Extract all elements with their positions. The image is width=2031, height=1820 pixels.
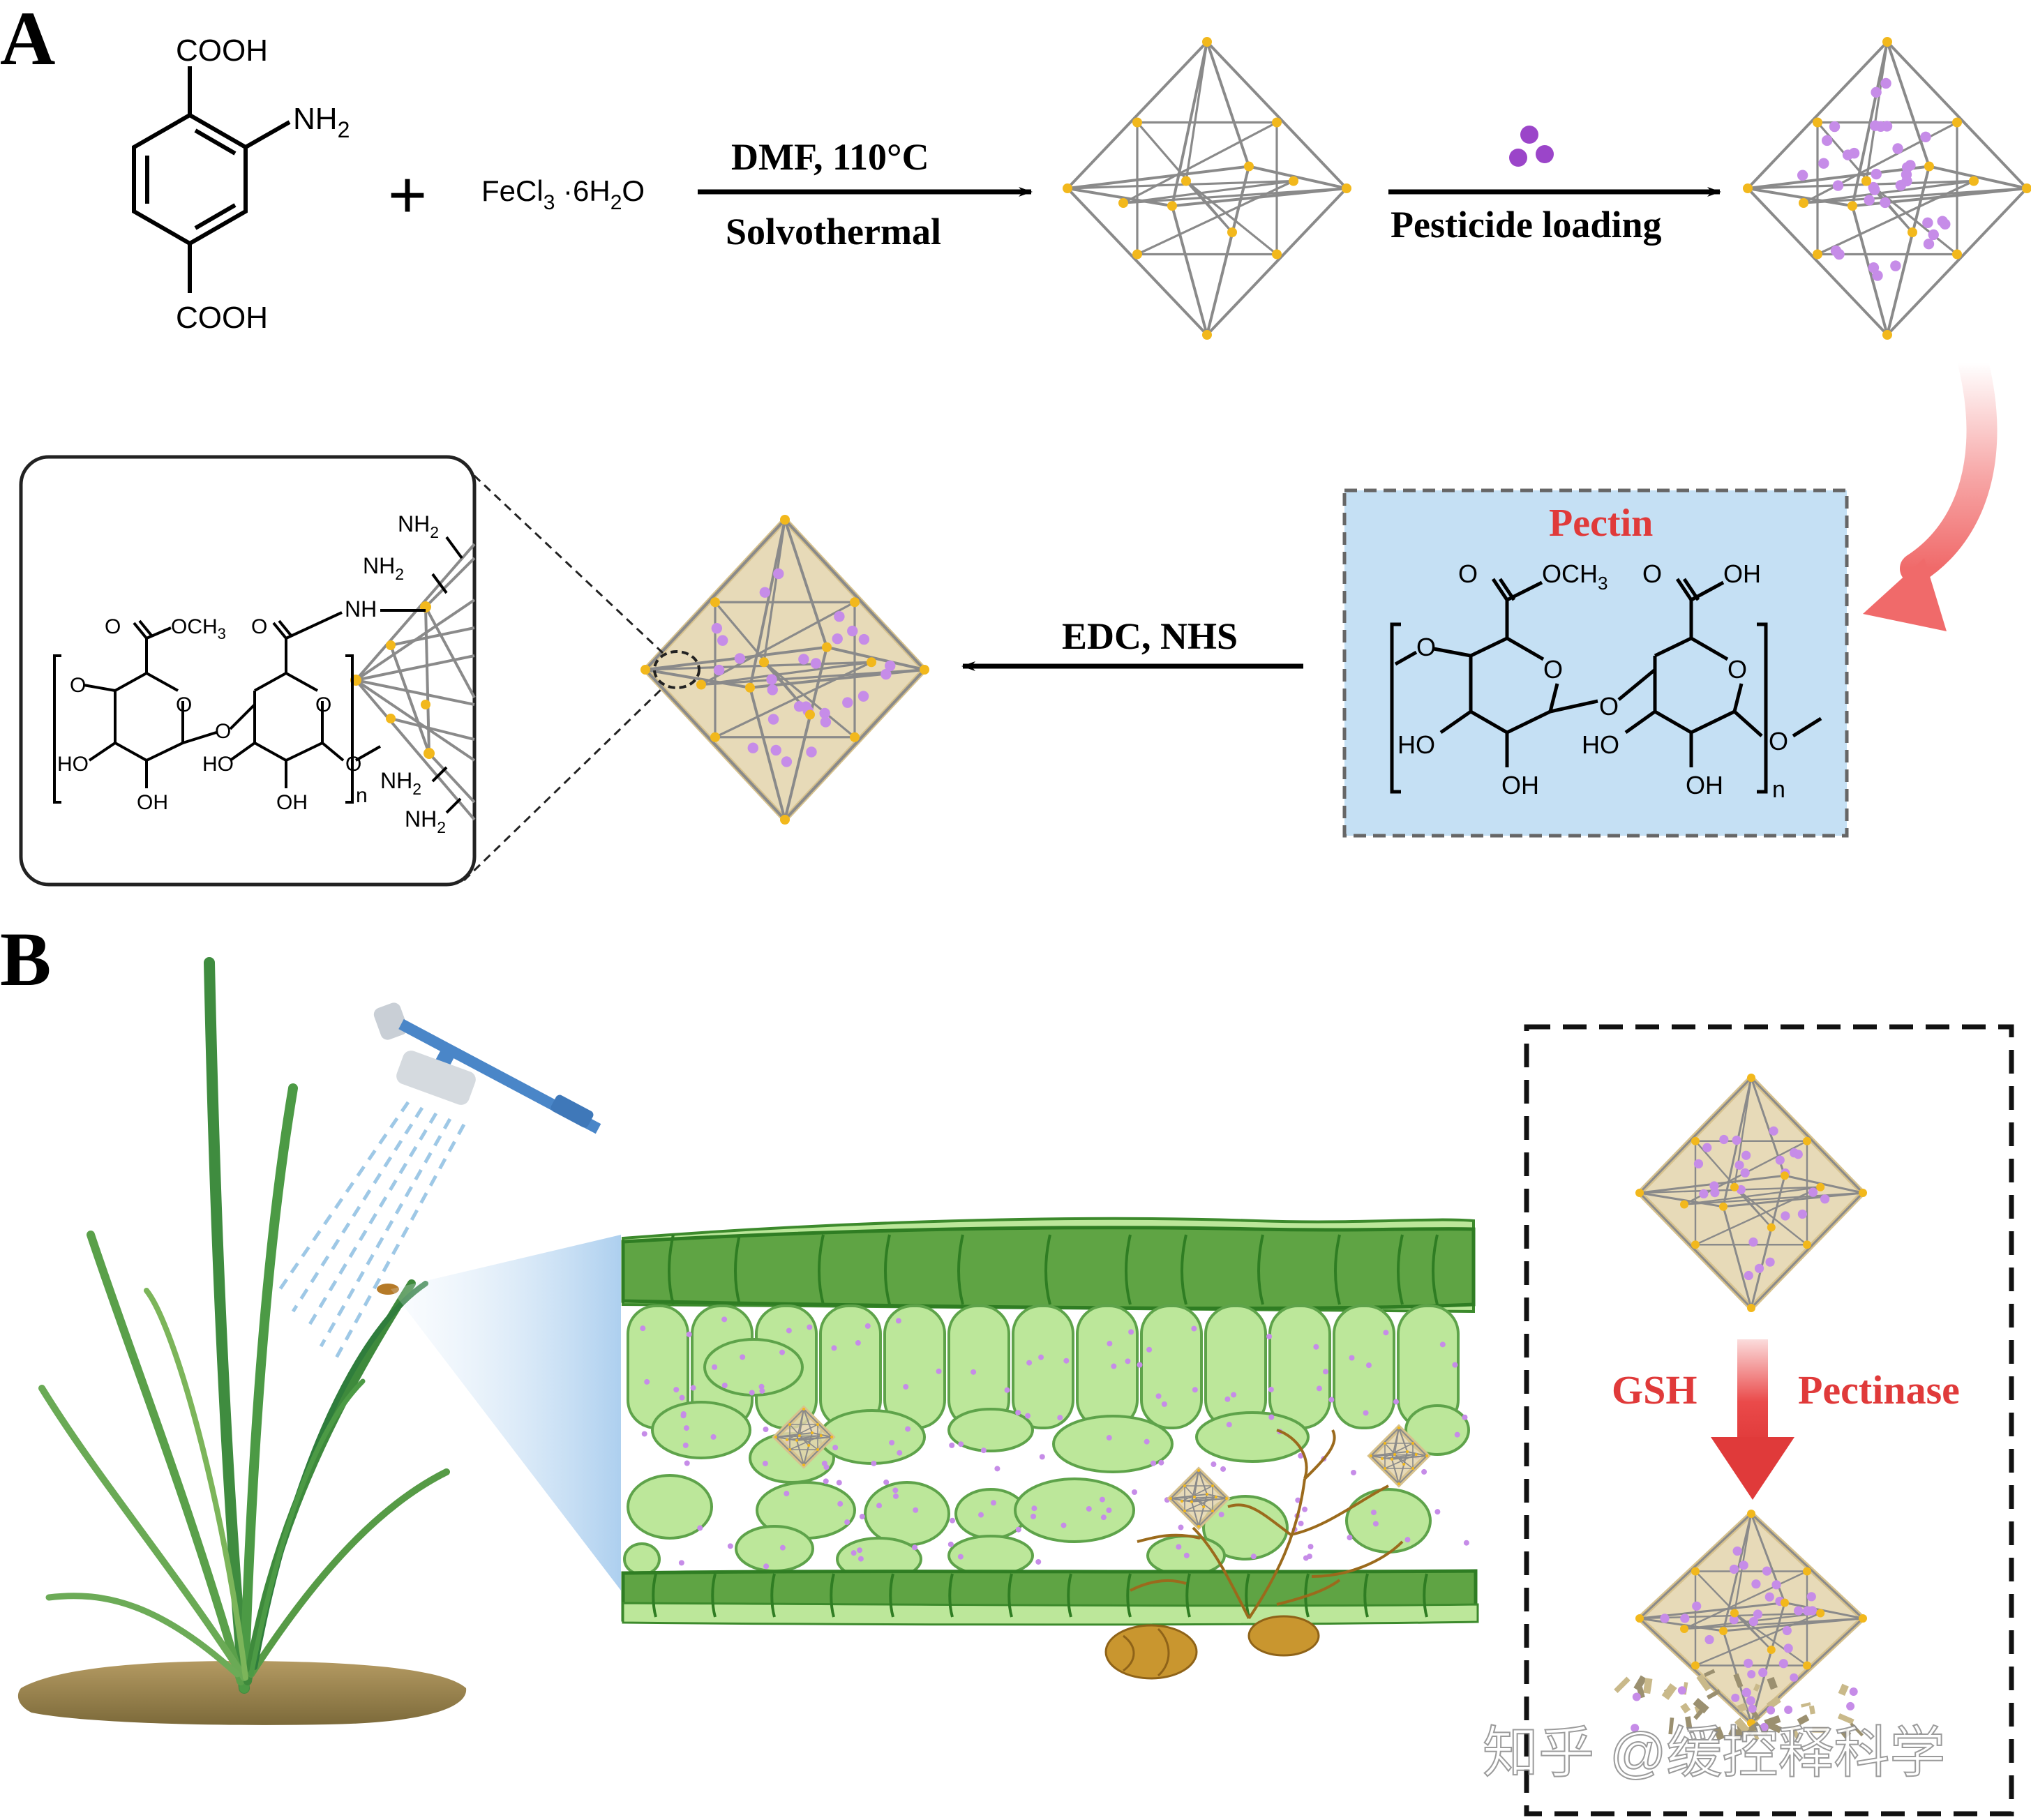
- zoom-ester-label: OCH3: [171, 615, 226, 642]
- zoom-end-o-left: O: [70, 674, 86, 697]
- zoom-ho1: HO: [57, 753, 89, 776]
- fungal-hyphae: [1130, 1429, 1404, 1620]
- pectin-oh2: OH: [1686, 771, 1723, 799]
- gsh-label: GSH: [1612, 1367, 1698, 1413]
- panel-a-label: A: [0, 0, 55, 81]
- pectin-ho1: HO: [1397, 730, 1435, 759]
- zoom-link-o: O: [215, 720, 231, 743]
- pectin-structure: [1390, 578, 1822, 794]
- pectin-carbonyl-o2: O: [1642, 559, 1662, 588]
- zoom-n-subscript: n: [356, 784, 368, 807]
- zoom-box: [19, 455, 477, 887]
- pectin-ring-o1: O: [1543, 655, 1563, 684]
- zoom-nh2-1: NH2: [398, 511, 439, 541]
- mof-octahedron-loaded: [1743, 37, 2031, 340]
- step1-conditions: DMF, 110°C: [731, 136, 929, 178]
- release-mechanism-box: [1524, 1024, 2014, 1817]
- step3-label: EDC, NHS: [1062, 615, 1238, 657]
- zoom-amine-bonds: [380, 536, 463, 814]
- pectin-oh1: OH: [1501, 771, 1539, 799]
- cooh-top-label: COOH: [176, 33, 268, 68]
- zoom-pectin-structure: [53, 611, 381, 804]
- step1-method: Solvothermal: [726, 211, 941, 253]
- spray-stream: [277, 1101, 466, 1362]
- cooh-bottom-label: COOH: [176, 301, 268, 335]
- mof-octahedron-coated: [640, 515, 929, 825]
- panel-b-label: B: [0, 917, 51, 1002]
- iron-chloride-label: FeCl3 ·6H2O: [481, 174, 645, 214]
- curved-red-arrow: [1863, 347, 1998, 631]
- pectin-link-o: O: [1599, 692, 1619, 721]
- plus-sign: +: [388, 158, 427, 232]
- rice-plant-illustration: [38, 957, 450, 1694]
- zoom-ring-o2: O: [315, 693, 331, 716]
- zoom-oh1: OH: [137, 791, 168, 814]
- pectin-ring-o2: O: [1728, 655, 1747, 684]
- pectinase-label: Pectinase: [1798, 1367, 1960, 1413]
- fungal-spore-1: [1104, 1624, 1198, 1680]
- zoom-ring-o1: O: [176, 693, 192, 716]
- pectin-title: Pectin: [1549, 502, 1653, 545]
- sprayer-icon: [373, 1002, 601, 1134]
- fungal-spore-2: [1247, 1615, 1320, 1657]
- zoom-nh2-4: NH2: [405, 806, 446, 836]
- pectin-acid-oh: OH: [1723, 559, 1761, 588]
- pectin-ester-label: OCH3: [1542, 559, 1607, 594]
- pectin-box: [1342, 488, 1849, 838]
- zoom-carbonyl-o2: O: [251, 615, 267, 638]
- pesticide-molecules-icon: [1509, 126, 1554, 167]
- zoom-mof-wireframe: [354, 543, 476, 821]
- coating-debris: [1614, 1669, 1864, 1741]
- magnification-beam: [391, 1235, 621, 1590]
- step2-label: Pesticide loading: [1391, 204, 1662, 246]
- zoom-line-top: [463, 465, 664, 654]
- zoom-nh-amide: NH: [345, 596, 377, 622]
- mof-octahedron-empty: [1063, 37, 1351, 340]
- release-red-arrow: [1711, 1339, 1794, 1500]
- amine-label: NH2: [293, 102, 350, 142]
- pectin-ho2: HO: [1582, 730, 1619, 759]
- zoom-oh2: OH: [276, 791, 308, 814]
- zoom-line-bottom: [463, 686, 664, 882]
- zoom-end-o-right: O: [345, 753, 361, 776]
- aminoterephthalic-acid-structure: [132, 66, 291, 293]
- pectin-n-subscript: n: [1772, 776, 1785, 803]
- zoom-region-marker: [653, 650, 700, 689]
- zoom-nh2-2: NH2: [363, 553, 404, 583]
- pectin-end-o-right: O: [1769, 727, 1788, 755]
- zoom-nh2-3: NH2: [380, 768, 421, 798]
- pectin-end-o-left: O: [1416, 633, 1436, 661]
- mof-octahedron-degrading: [1635, 1510, 1867, 1727]
- leaf-cross-section: [621, 1217, 1479, 1680]
- pectin-carbonyl-o1: O: [1458, 559, 1478, 588]
- zoom-ho2: HO: [202, 753, 234, 776]
- watermark: 知乎 @缓控释科学: [1483, 1722, 1945, 1784]
- mof-octahedron-intact: [1635, 1074, 1867, 1312]
- zoom-carbonyl-o1: O: [105, 615, 121, 638]
